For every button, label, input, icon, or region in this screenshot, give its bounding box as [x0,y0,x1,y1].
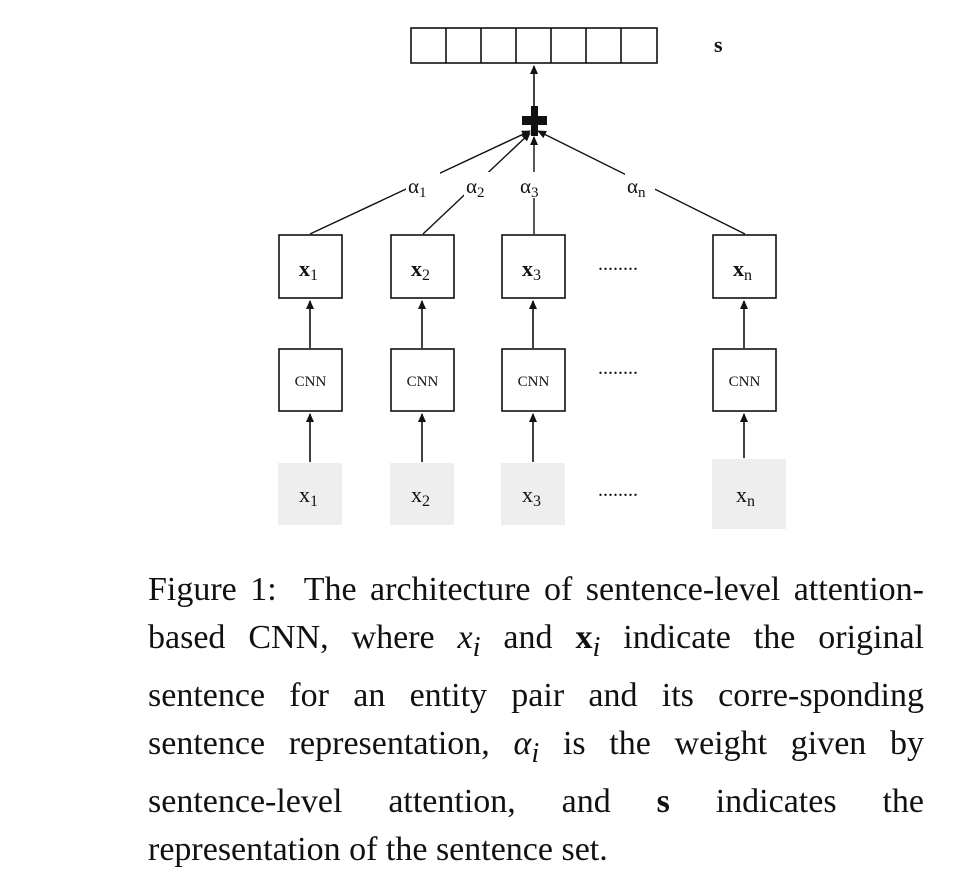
svg-text:CNN: CNN [518,374,550,390]
diagram-canvas: s α1 α2 α3 αn x1 x2 x3 [278,27,786,529]
input-box-2: x2 [390,463,454,525]
svg-text:α3: α3 [520,174,539,201]
svg-text:x3: x3 [522,256,541,284]
svg-text:α1: α1 [408,174,427,201]
weight-alpha-1: α1 [406,172,440,201]
svg-text:xn: xn [733,256,752,284]
svg-text:x1: x1 [299,482,318,510]
weight-alpha-2: α2 [464,172,498,201]
representation-box-1: x1 [278,234,343,299]
svg-text:x1: x1 [299,256,318,284]
cnn-box-2: CNN [390,348,455,412]
cnn-box-1: CNN [278,348,343,412]
svg-text:x2: x2 [411,482,430,510]
sum-node [522,106,547,136]
cnn-box-3: CNN [501,348,566,412]
cnn-ellipsis: ........ [598,357,638,379]
svg-text:αn: αn [627,174,646,201]
input-to-cnn-arrows [306,413,748,462]
representation-box-2: x2 [390,234,455,299]
output-label: s [714,32,723,57]
architecture-diagram: s α1 α2 α3 αn x1 x2 x3 [278,27,786,529]
svg-text:x2: x2 [411,256,430,284]
math-sub: i [592,631,601,663]
svg-text:CNN: CNN [407,374,439,390]
input-box-n: xn [712,459,786,529]
math-bold-s: s [656,782,670,820]
svg-text:CNN: CNN [729,374,761,390]
output-vector [410,27,658,64]
caption-label: Figure 1: [148,571,277,608]
caption-text: The architecture of sentence-level atten… [148,571,925,656]
caption-text: indicate the original sentence for an en… [148,619,924,762]
caption-text: is the weight given by sentence-level at… [148,724,924,820]
math-x: x [457,619,473,656]
svg-text:α2: α2 [466,174,485,201]
representation-ellipsis: ........ [598,253,638,275]
cnn-to-representation-arrows [306,300,748,348]
math-bold-x: x [575,619,593,656]
caption-text: and [480,619,576,656]
representation-box-3: x3 [501,234,566,299]
figure-caption: Figure 1: The architecture of sentence-l… [148,566,924,874]
input-box-3: x3 [501,463,565,525]
cnn-box-n: CNN [712,348,777,412]
math-alpha: α [513,724,532,762]
input-ellipsis: ........ [598,479,638,501]
representation-box-n: xn [712,234,777,299]
math-sub: i [531,737,540,769]
weight-alpha-3: α3 [518,172,552,201]
input-box-1: x1 [278,463,342,525]
svg-text:CNN: CNN [295,374,327,390]
weight-alpha-n: αn [625,172,655,201]
math-sub: i [472,631,481,663]
svg-text:x3: x3 [522,482,541,510]
svg-text:xn: xn [736,482,755,510]
